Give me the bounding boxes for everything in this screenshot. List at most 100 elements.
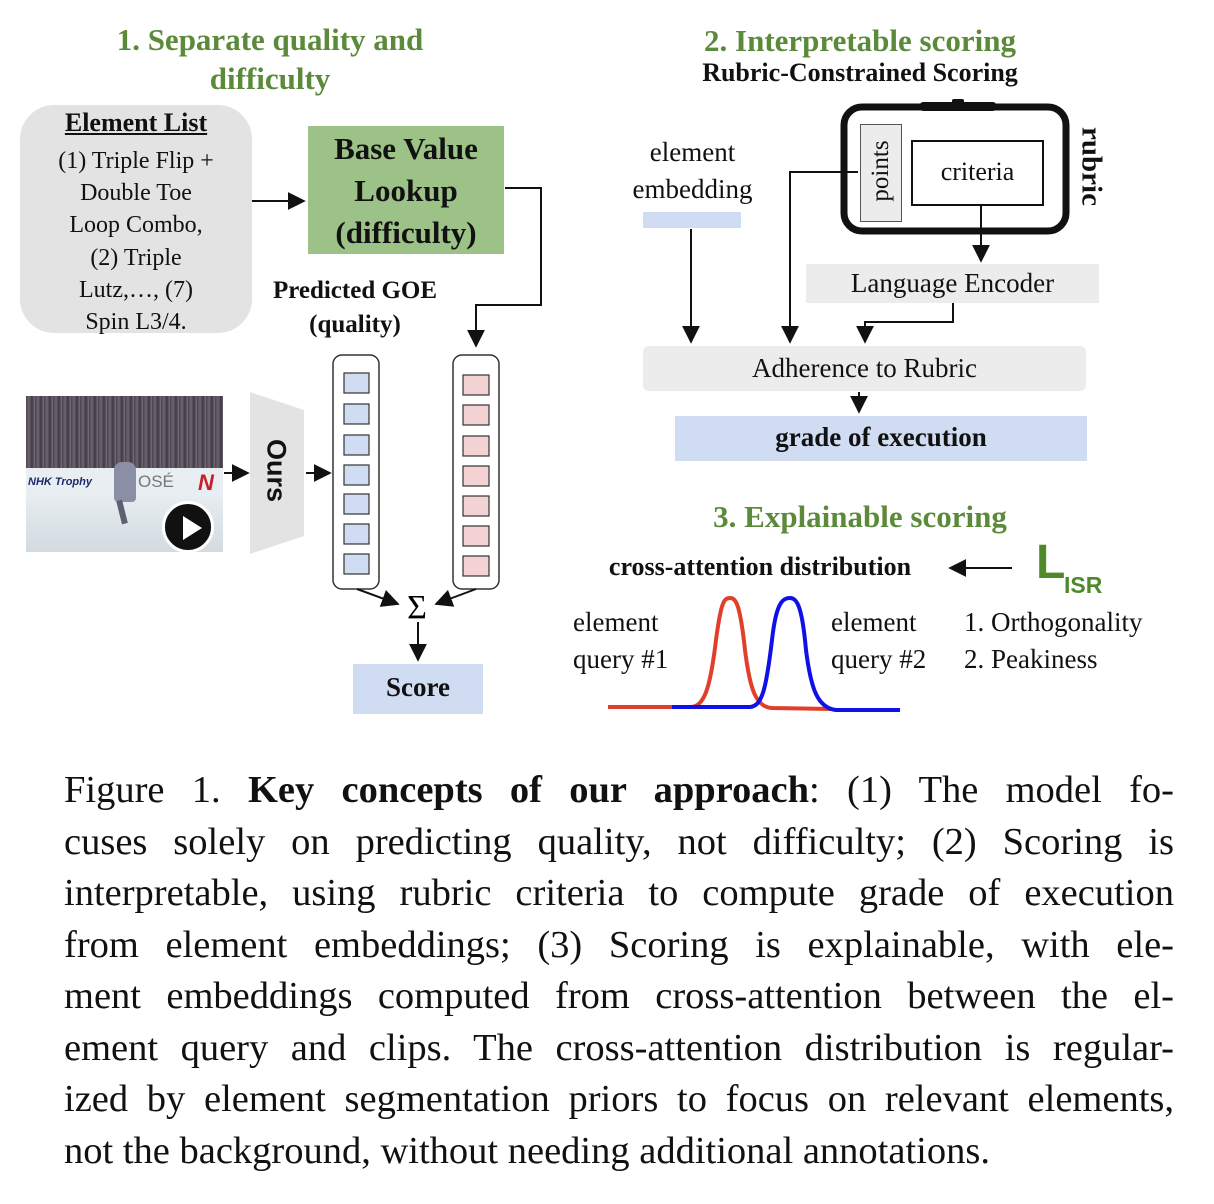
element-list-line: Lutz,…, (7) [79, 276, 193, 303]
grade-box [675, 416, 1087, 461]
query2-line: query #2 [831, 644, 927, 674]
adherence-label: Adherence to Rubric [752, 353, 977, 383]
predicted-goe-line: (quality) [309, 311, 401, 338]
caption-line: cuses solely on predicting quality, not … [64, 820, 1174, 863]
loss-items: 1. Orthogonality 2. Peakiness [964, 604, 1204, 678]
goe-cell [343, 493, 370, 515]
goe-cell [343, 372, 370, 394]
loss-item: 2. Peakiness [964, 644, 1098, 674]
video-crowd [26, 396, 223, 468]
sum-symbol: Σ [407, 589, 427, 626]
attention-curves [608, 595, 900, 712]
goe-cell [343, 434, 370, 456]
video-thumbnail[interactable]: NHK Trophy OSÉ N [26, 396, 223, 552]
base-cell [462, 435, 490, 457]
grade-label: grade of execution [775, 422, 987, 452]
video-board-logo: NHK Trophy [28, 476, 92, 488]
query1-line: element [573, 607, 659, 637]
base-cell [462, 404, 490, 426]
ours-model-shape [250, 392, 304, 554]
attention-curve-query2 [672, 595, 900, 712]
loss-arrow [948, 559, 1012, 577]
element-list-line: (1) Triple Flip + [58, 148, 214, 174]
element-list-heading: Element List [64, 108, 208, 137]
element-embedding-bar [643, 212, 741, 228]
video-board-brand: N [198, 470, 214, 495]
query1-line: query #1 [573, 644, 669, 674]
query2-label: element query #2 [831, 604, 951, 678]
attention-curve-query1 [608, 595, 833, 711]
query2-line: element [831, 607, 917, 637]
query1-label: element query #1 [573, 604, 693, 678]
language-encoder-label: Language Encoder [850, 268, 1055, 298]
loss-symbol: L ISR [1036, 535, 1126, 605]
element-list-line: Loop Combo, [69, 212, 203, 239]
caption-line: ement query and clips. The cross-attenti… [64, 1026, 1174, 1069]
base-value-line: Lookup [354, 173, 458, 208]
base-value-box [308, 126, 504, 254]
section2-subtitle: Rubric-Constrained Scoring [702, 58, 1018, 87]
base-value-text: Base Value Lookup (difficulty) [308, 128, 504, 254]
element-embedding-line: element [649, 137, 736, 167]
section1-title-line2: difficulty [209, 61, 331, 96]
points-box [860, 124, 902, 222]
caption-label: Figure 1. [64, 769, 221, 811]
element-list-text: (1) Triple Flip + Double Toe Loop Combo,… [20, 145, 252, 338]
base-cell [462, 374, 490, 396]
base-cell [462, 495, 490, 517]
video-board-text: OSÉ [138, 472, 174, 491]
base-cell [462, 525, 490, 547]
criteria-box [911, 140, 1044, 206]
predicted-goe-line: Predicted GOE [272, 277, 438, 304]
base-value-vector-cells [462, 374, 490, 577]
goe-cell [343, 403, 370, 425]
element-list-box [20, 105, 252, 333]
section1-title-line1: 1. Separate quality and [116, 22, 424, 57]
play-icon [183, 516, 202, 540]
figure-caption: Figure 1. Key concepts of our approach: … [64, 765, 1174, 1177]
loss-subscript: ISR [1064, 572, 1103, 598]
element-list-line: (2) Triple [90, 244, 182, 271]
goe-cell [343, 464, 370, 486]
element-list-line: Double Toe [80, 180, 192, 207]
score-label: Score [386, 672, 450, 702]
arrow-pink-to-sum [434, 588, 477, 607]
base-cell [462, 465, 490, 487]
caption-text: : (1) The model fo- [809, 769, 1174, 811]
play-button[interactable] [162, 501, 214, 552]
criteria-label: criteria [940, 157, 1015, 186]
caption-line: from element embeddings; (3) Scoring is … [64, 923, 1174, 966]
loss-item: 1. Orthogonality [964, 607, 1143, 637]
element-embedding-line: embedding [632, 174, 753, 204]
caption-line: ment embeddings computed from cross-atte… [64, 975, 1174, 1017]
cross-attention-label: cross-attention distribution [608, 552, 912, 581]
section1-title: 1. Separate quality and difficulty [60, 20, 480, 98]
section3-title: 3. Explainable scoring [713, 499, 1007, 534]
arrow-blue-to-sum [356, 588, 400, 607]
element-embedding-label: element embedding [610, 134, 775, 208]
arrow-points-to-adherence [781, 171, 858, 344]
section2-arrows [682, 171, 990, 414]
base-value-line: (difficulty) [335, 215, 477, 250]
caption-line: interpretable, using rubric criteria to … [64, 872, 1174, 914]
goe-vector-cells [343, 372, 370, 575]
caption-bold: Key concepts of our approach [247, 769, 810, 811]
arrow-base-to-pink [467, 187, 542, 348]
arrow-encoder-to-adherence [856, 303, 954, 344]
section1-diagram: Σ [224, 187, 542, 662]
loss-letter: L [1036, 536, 1066, 589]
adherence-box [643, 346, 1086, 391]
caption-line: Figure 1. Key concepts of our approach: … [64, 765, 1174, 817]
base-value-line: Base Value [334, 131, 478, 166]
score-box [353, 664, 483, 714]
skater-figure [114, 462, 136, 502]
section2-title: 2. Interpretable scoring [704, 23, 1016, 58]
goe-cell [343, 553, 370, 575]
element-list-line: Spin L3/4. [85, 309, 187, 336]
language-encoder-box [806, 264, 1099, 303]
predicted-goe-label: Predicted GOE (quality) [245, 274, 465, 342]
base-cell [462, 555, 490, 577]
caption-line: ized by element segmentation priors to f… [64, 1078, 1174, 1120]
goe-cell [343, 523, 370, 545]
caption-line: not the background, without needing addi… [64, 1129, 990, 1172]
